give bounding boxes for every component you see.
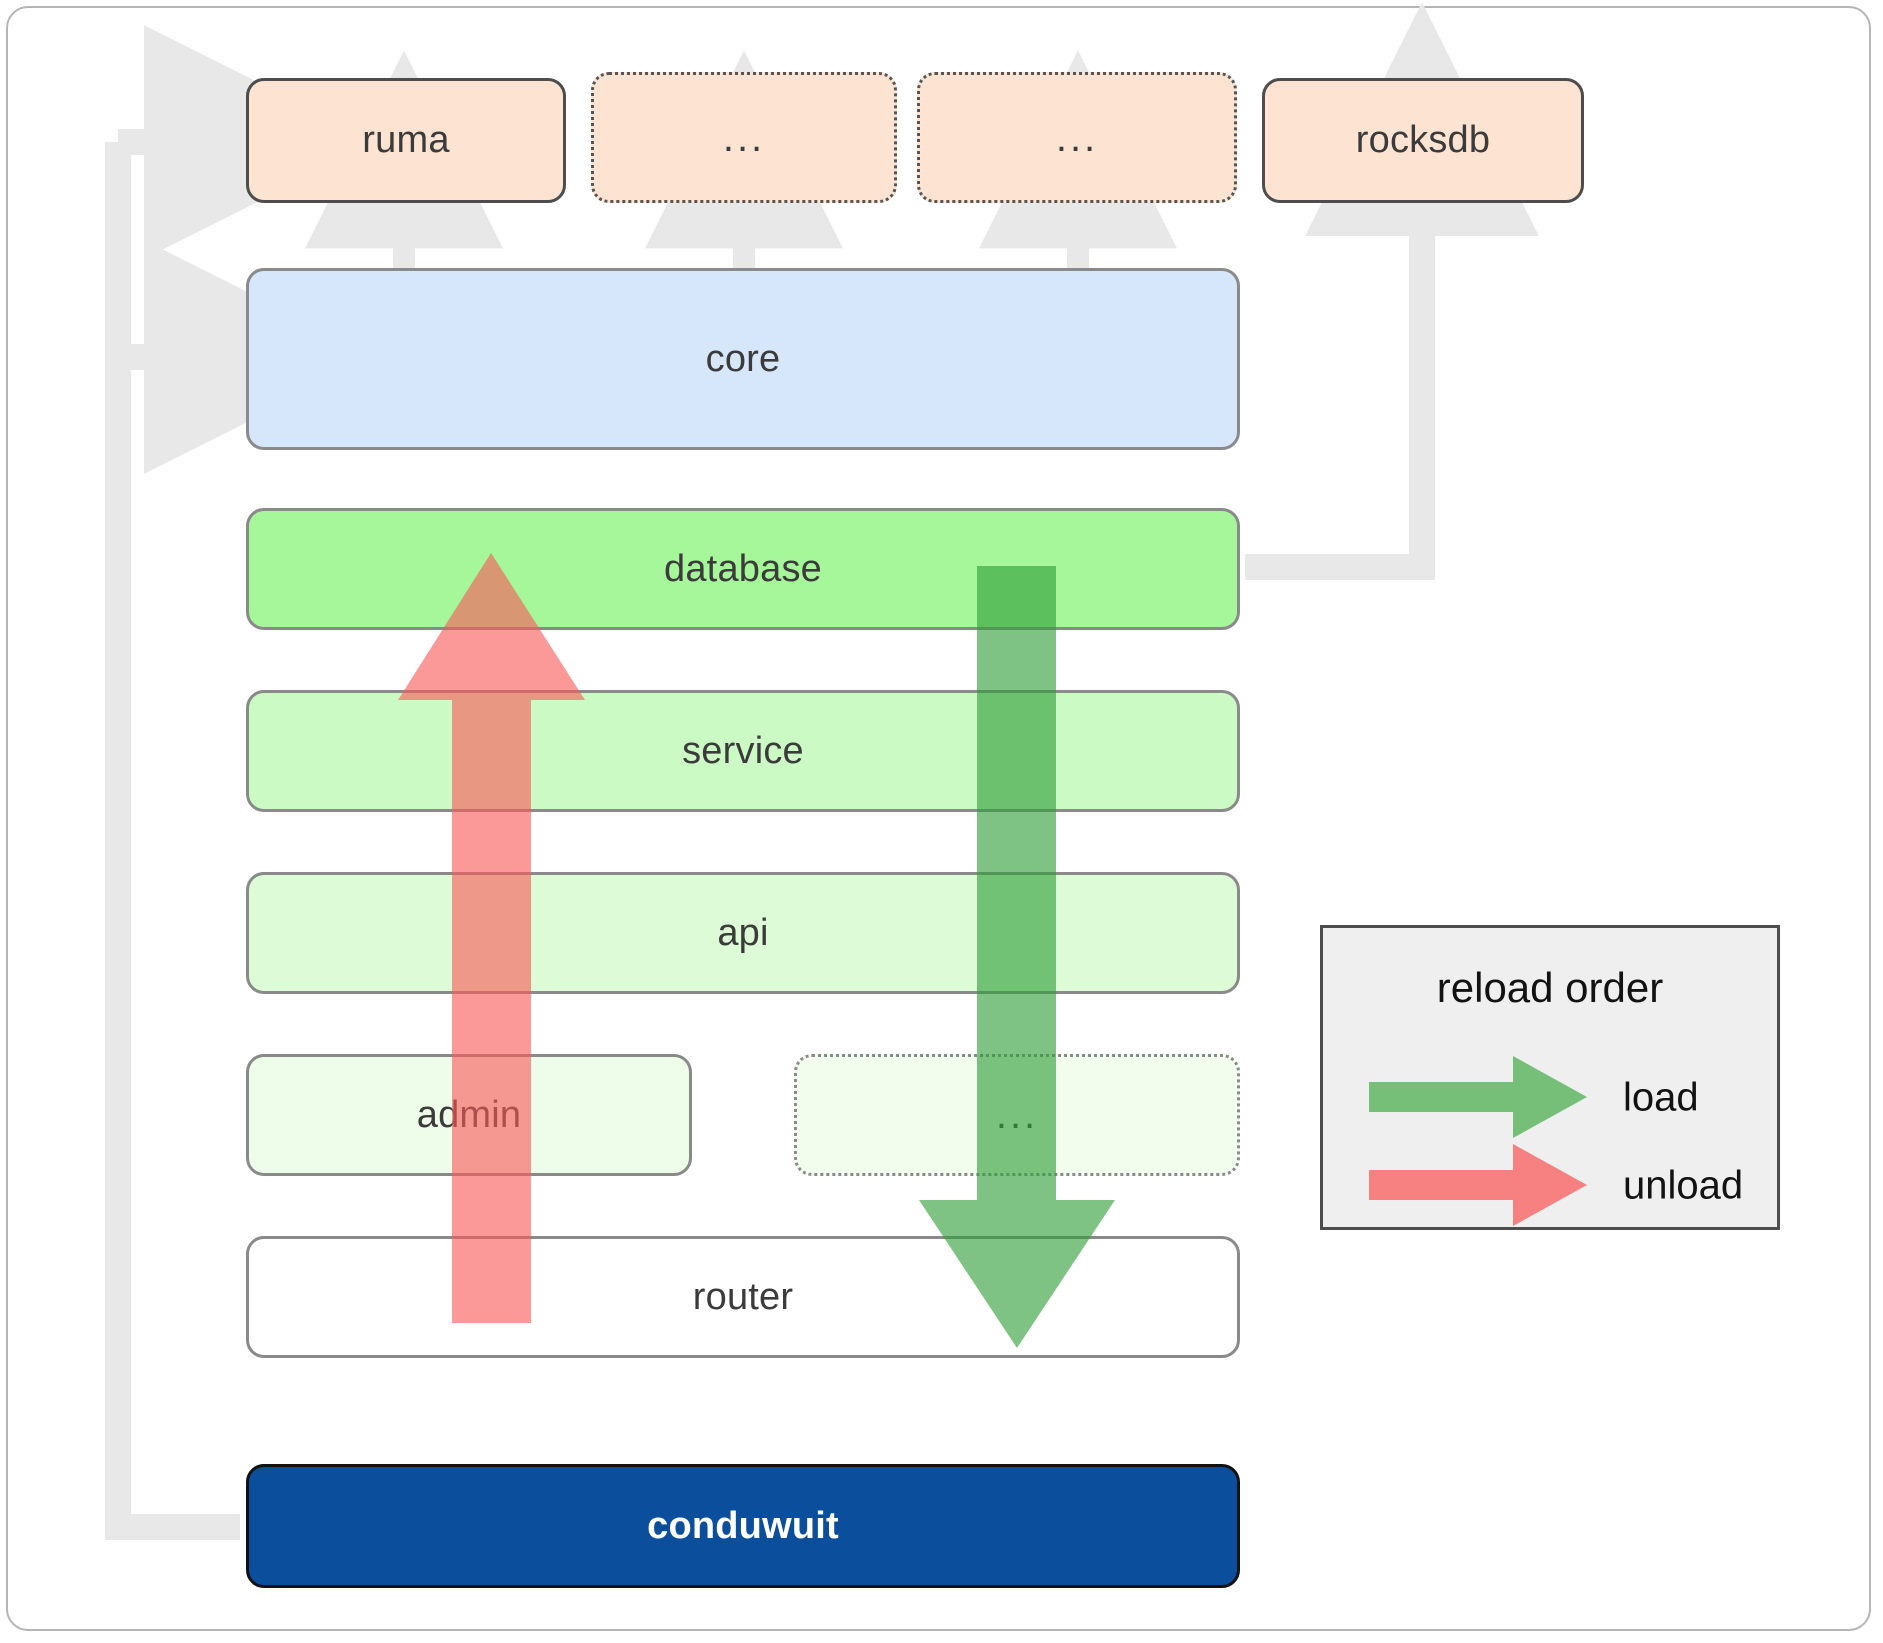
layer-node-database-label: database [664,547,822,590]
dep-node-ruma[interactable]: ruma [246,78,566,203]
dep-node-ellipsis-1-label: ... [722,115,766,160]
layer-node-router-label: router [692,1275,794,1318]
legend-row-load: load [1323,1056,1777,1138]
layer-node-core[interactable]: core [246,268,1240,450]
dep-node-rocksdb-label: rocksdb [1355,119,1491,161]
layer-node-api[interactable]: api [246,872,1240,994]
layer-node-api-label: api [717,911,769,954]
legend-label-load: load [1623,1075,1699,1120]
root-node-conduwuit-label: conduwuit [647,1504,839,1547]
dep-node-ellipsis-1[interactable]: ... [591,72,897,203]
layer-node-service[interactable]: service [246,690,1240,812]
layer-node-admin[interactable]: admin [246,1054,692,1176]
load-arrow-icon [1369,1056,1587,1138]
layer-node-more-crates-label: ... [995,1093,1039,1137]
unload-arrow-icon [1369,1144,1587,1226]
legend-label-unload: unload [1623,1163,1744,1208]
legend-panel: reload order load unload [1320,925,1780,1230]
layer-node-admin-label: admin [416,1093,522,1136]
dep-node-ellipsis-2[interactable]: ... [917,72,1237,203]
layer-node-service-label: service [682,729,804,772]
legend-row-unload: unload [1323,1144,1777,1226]
dep-node-ellipsis-2-label: ... [1055,115,1099,160]
layer-node-more-crates[interactable]: ... [794,1054,1240,1176]
dep-node-ruma-label: ruma [362,119,450,161]
dep-node-rocksdb[interactable]: rocksdb [1262,78,1584,203]
legend-title: reload order [1436,964,1664,1011]
layer-node-router[interactable]: router [246,1236,1240,1358]
root-node-conduwuit[interactable]: conduwuit [246,1464,1240,1588]
layer-node-core-label: core [705,337,781,380]
layer-node-database[interactable]: database [246,508,1240,630]
